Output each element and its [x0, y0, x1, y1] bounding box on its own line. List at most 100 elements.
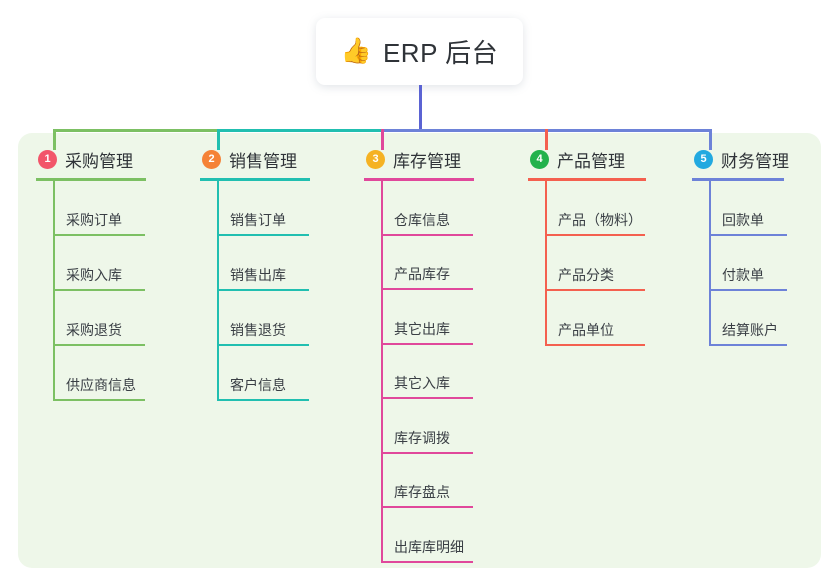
branch-item-label: 采购订单	[66, 212, 122, 228]
branch-item[interactable]: 结算账户	[692, 291, 789, 346]
branch-item-list: 仓库信息产品库存其它出库其它入库库存调拨库存盘点出库库明细	[364, 181, 474, 563]
branch-item-list: 回款单付款单结算账户	[692, 181, 789, 346]
branch-item-list: 产品（物料） 产品分类产品单位	[528, 181, 646, 346]
branch-number-badge: 4	[530, 149, 549, 169]
branch-item-rule	[53, 344, 145, 346]
branch-header-产品管理[interactable]: 4 产品管理	[528, 146, 646, 172]
branch-item-label: 销售退货	[230, 322, 286, 338]
branch-header-库存管理[interactable]: 3 库存管理	[364, 146, 474, 172]
branch-title: 财务管理	[721, 151, 789, 171]
branch-item-rule	[53, 399, 145, 401]
branch-number-badge: 3	[366, 149, 385, 169]
root-node-erp-backend[interactable]: 👍 ERP 后台	[316, 18, 523, 85]
branch-item[interactable]: 产品库存	[364, 236, 474, 290]
branch-item-label: 采购入库	[66, 267, 122, 283]
thumbs-up-icon: 👍	[340, 37, 372, 65]
branch-header-rule	[200, 178, 310, 181]
drop-stem-1	[53, 129, 56, 150]
branch-number-badge: 2	[202, 149, 221, 169]
branch-item-rule	[217, 234, 309, 236]
branch-item-rule	[545, 344, 645, 346]
root-node-label: ERP 后台	[382, 38, 499, 68]
branch-item[interactable]: 采购入库	[36, 236, 146, 291]
branch-header-rule	[692, 178, 784, 181]
branch-item-label: 库存盘点	[394, 484, 450, 500]
branch-item[interactable]: 库存盘点	[364, 454, 474, 508]
branch-item-rule	[381, 397, 473, 399]
branch-item[interactable]: 销售出库	[200, 236, 310, 291]
diagram-panel	[18, 133, 821, 568]
branch-spine	[53, 181, 55, 401]
connector-segment-1	[53, 129, 220, 132]
branch-item-label: 仓库信息	[394, 211, 450, 228]
branch-item-rule	[545, 289, 645, 291]
branch-item[interactable]: 采购订单	[36, 181, 146, 236]
branch-item-rule	[217, 399, 309, 401]
branch-item-label: 产品单位	[558, 322, 614, 338]
branch-column-库存管理: 3 库存管理仓库信息产品库存其它出库其它入库库存调拨库存盘点出库库明细	[364, 146, 474, 563]
branch-item-label: 出库库明细	[394, 538, 464, 555]
branch-item-label: 产品（物料）	[558, 212, 642, 228]
branch-item-rule	[217, 344, 309, 346]
branch-item[interactable]: 回款单	[692, 181, 789, 236]
branch-item[interactable]: 其它入库	[364, 345, 474, 399]
connector-segment-2	[217, 129, 384, 132]
branch-item-label: 供应商信息	[66, 377, 136, 393]
drop-stem-2	[217, 129, 220, 150]
branch-spine	[545, 181, 547, 346]
branch-item[interactable]: 出库库明细	[364, 508, 474, 563]
root-connector-stem	[419, 85, 422, 131]
branch-item[interactable]: 仓库信息	[364, 181, 474, 236]
branch-item-rule	[217, 289, 309, 291]
branch-item[interactable]: 产品分类	[528, 236, 646, 291]
branch-item-label: 结算账户	[722, 322, 778, 338]
branch-spine	[217, 181, 219, 401]
branch-item[interactable]: 产品单位	[528, 291, 646, 346]
branch-item-rule	[545, 234, 645, 236]
branch-item-rule	[709, 234, 787, 236]
branch-item[interactable]: 其它出库	[364, 290, 474, 345]
branch-item[interactable]: 付款单	[692, 236, 789, 291]
drop-stem-5	[709, 129, 712, 150]
branch-item-label: 客户信息	[230, 377, 286, 393]
branch-item[interactable]: 销售订单	[200, 181, 310, 236]
branch-spine	[381, 181, 383, 563]
branch-item[interactable]: 供应商信息	[36, 346, 146, 401]
branch-item-label: 回款单	[722, 212, 764, 228]
branch-item-rule	[381, 451, 473, 454]
branch-item-label: 产品库存	[394, 266, 450, 282]
branch-spine	[709, 181, 711, 346]
branch-title: 库存管理	[393, 151, 461, 171]
branch-header-销售管理[interactable]: 2 销售管理	[200, 146, 310, 172]
branch-title: 产品管理	[557, 151, 625, 171]
branch-title: 销售管理	[229, 151, 297, 171]
branch-item-label: 库存调拨	[394, 429, 450, 446]
drop-stem-4	[545, 129, 548, 150]
branch-item[interactable]: 库存调拨	[364, 399, 474, 454]
branch-item-rule	[381, 560, 473, 563]
branch-header-rule	[528, 178, 646, 181]
branch-item-rule	[381, 342, 473, 345]
branch-header-rule	[36, 178, 146, 181]
branch-item-rule	[381, 506, 473, 508]
branch-item-rule	[53, 234, 145, 236]
branch-item-label: 销售订单	[230, 212, 286, 228]
branch-item[interactable]: 销售退货	[200, 291, 310, 346]
branch-column-销售管理: 2 销售管理销售订单销售出库销售退货客户信息	[200, 146, 310, 401]
branch-item[interactable]: 客户信息	[200, 346, 310, 401]
branch-item-label: 付款单	[722, 267, 764, 283]
branch-item-label: 产品分类	[558, 267, 614, 283]
branch-item-rule	[53, 289, 145, 291]
branch-item-rule	[709, 344, 787, 346]
branch-title: 采购管理	[65, 151, 133, 171]
branch-item[interactable]: 产品（物料）	[528, 181, 646, 236]
branch-item[interactable]: 采购退货	[36, 291, 146, 346]
drop-stem-3	[381, 129, 384, 150]
branch-item-label: 其它出库	[394, 320, 450, 337]
branch-header-rule	[364, 178, 474, 181]
branch-column-产品管理: 4 产品管理产品（物料） 产品分类产品单位	[528, 146, 646, 346]
